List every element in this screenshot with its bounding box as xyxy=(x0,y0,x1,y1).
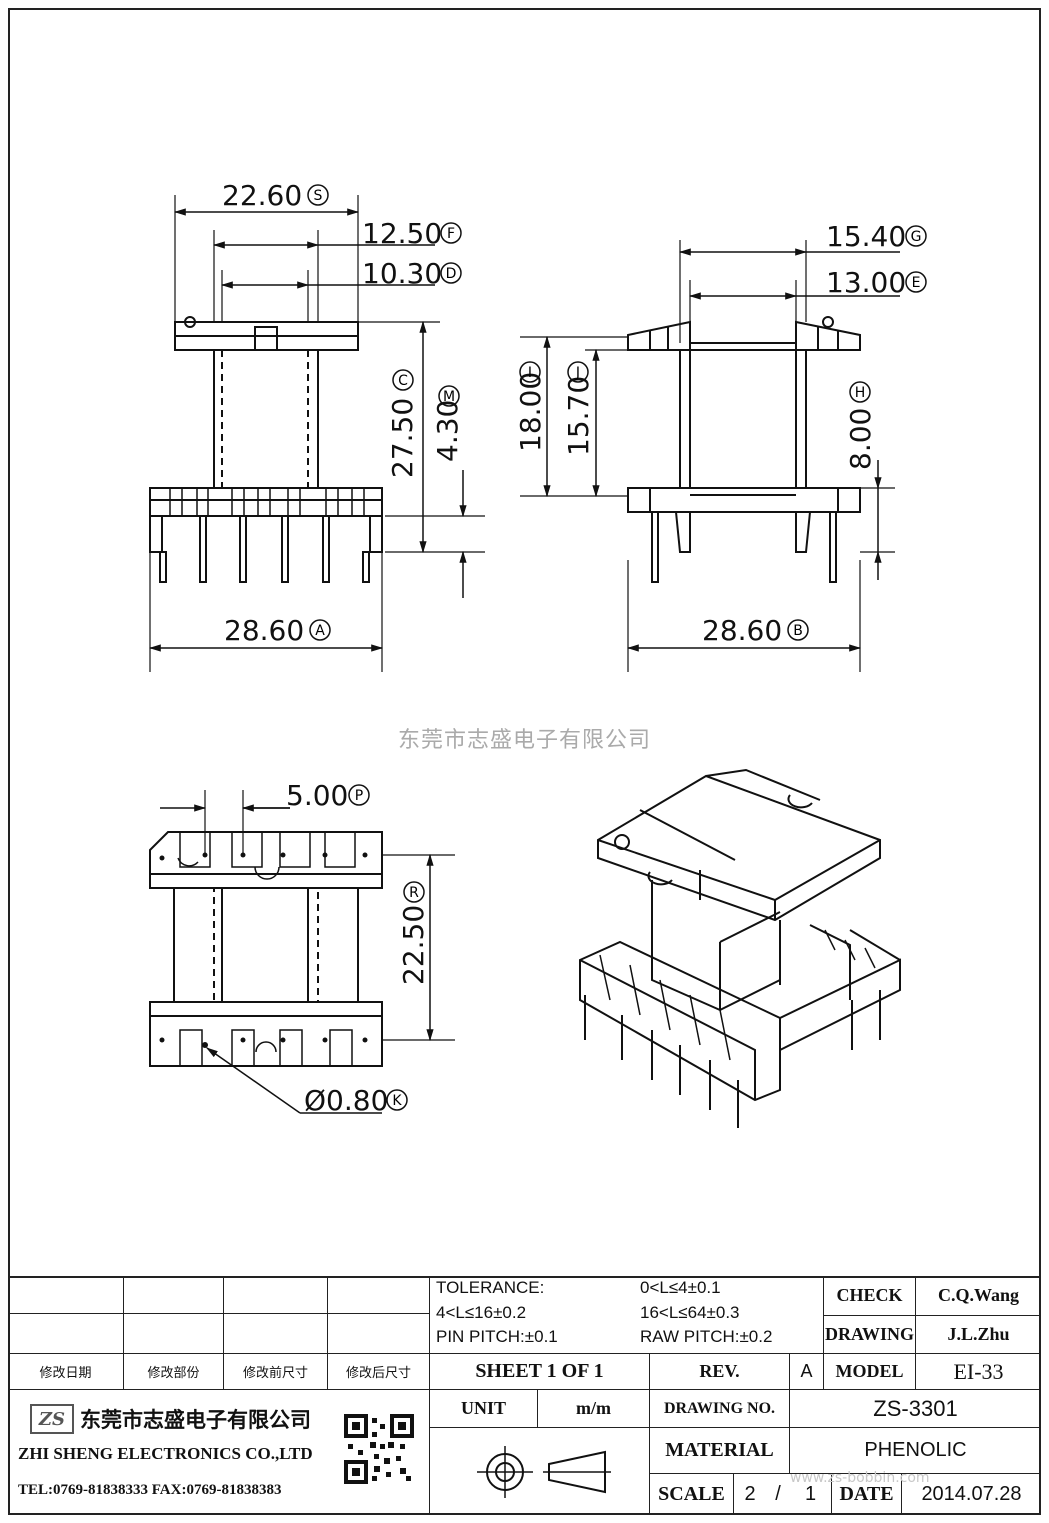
marker-c: C xyxy=(392,369,414,391)
svg-text:B: B xyxy=(793,623,803,639)
svg-text:J: J xyxy=(575,365,580,381)
company-name-cn: 东莞市志盛电子有限公司 xyxy=(80,1408,311,1432)
rev-part-header: 修改部份 xyxy=(124,1354,224,1390)
marker-g: G xyxy=(905,225,927,247)
marker-e: E xyxy=(905,271,927,293)
svg-text:D: D xyxy=(446,266,457,282)
marker-b: B xyxy=(787,619,809,641)
svg-text:E: E xyxy=(912,275,921,291)
scale-separator: / xyxy=(775,1483,781,1505)
marker-j: J xyxy=(567,361,589,383)
svg-text:K: K xyxy=(392,1093,402,1109)
check-value: C.Q.Wang xyxy=(916,1276,1041,1316)
rev-before-header: 修改前尺寸 xyxy=(224,1354,328,1390)
rev-label: REV. xyxy=(650,1354,790,1390)
drawing-no-value: ZS-3301 xyxy=(790,1390,1041,1428)
drawing-label: DRAWING xyxy=(824,1316,916,1354)
marker-f: F xyxy=(440,222,462,244)
dim-j-value: 15.70 xyxy=(562,376,595,456)
marker-p: P xyxy=(348,784,370,806)
dim-m-value: 4.30 xyxy=(431,400,464,462)
tolerance-box: TOLERANCE: 0<L≤4±0.1 4<L≤16±0.2 16<L≤64±… xyxy=(430,1276,824,1354)
check-label: CHECK xyxy=(824,1276,916,1316)
date-value: 2014.07.28 xyxy=(921,1483,1022,1505)
dim-i-value: 18.00 xyxy=(514,372,547,452)
marker-a: A xyxy=(309,619,331,641)
marker-r: R xyxy=(403,881,425,903)
model-label: MODEL xyxy=(824,1354,916,1390)
title-block: TOLERANCE: 0<L≤4±0.1 4<L≤16±0.2 16<L≤64±… xyxy=(8,1276,1041,1515)
dim-p-value: 5.00 xyxy=(286,779,348,812)
company-block: ZS 东莞市志盛电子有限公司 ZHI SHENG ELECTRONICS CO.… xyxy=(8,1390,430,1515)
dim-h-value: 8.00 xyxy=(844,408,877,470)
unit-label: UNIT xyxy=(430,1390,538,1428)
pin-pitch: PIN PITCH:±0.1 xyxy=(436,1327,558,1346)
marker-m: M xyxy=(438,385,460,407)
rev-after-header: 修改后尺寸 xyxy=(328,1354,430,1390)
svg-text:M: M xyxy=(443,389,455,405)
marker-h: H xyxy=(849,381,871,403)
scale-label: SCALE xyxy=(650,1474,734,1515)
svg-text:H: H xyxy=(855,385,866,401)
unit-value: m/m xyxy=(538,1390,650,1428)
scale-numerator: 2 xyxy=(744,1483,756,1505)
dim-b-value: 28.60 xyxy=(702,614,782,647)
tolerance-range-2: 4<L≤16±0.2 xyxy=(436,1303,527,1322)
marker-i: I xyxy=(519,361,541,383)
svg-text:C: C xyxy=(398,373,408,389)
watermark-url: www.zs-bobbin.com xyxy=(790,1470,930,1486)
dim-k-value: Ø0.80 xyxy=(304,1084,388,1117)
bottom-view xyxy=(149,790,455,1114)
dim-s-value: 22.60 xyxy=(222,179,302,212)
dim-f-value: 12.50 xyxy=(362,217,442,250)
dim-c-value: 27.50 xyxy=(386,398,419,478)
drawing-no-label: DRAWING NO. xyxy=(650,1390,790,1428)
front-view xyxy=(148,195,485,672)
dim-e-value: 13.00 xyxy=(826,266,906,299)
material-value: PHENOLIC xyxy=(790,1428,1041,1474)
date-label: DATE xyxy=(832,1474,902,1515)
svg-text:S: S xyxy=(314,188,323,204)
tolerance-label: TOLERANCE: xyxy=(436,1278,545,1297)
tolerance-range-1: 0<L≤4±0.1 xyxy=(640,1278,721,1297)
drawing-value: J.L.Zhu xyxy=(916,1316,1041,1354)
dim-a-value: 28.60 xyxy=(224,614,304,647)
marker-k: K xyxy=(386,1089,408,1111)
scale-denominator: 1 xyxy=(790,1474,832,1515)
side-view xyxy=(520,240,900,672)
marker-d: D xyxy=(440,262,462,284)
company-name-en: ZHI SHENG ELECTRONICS CO.,LTD xyxy=(18,1444,313,1463)
dim-r-value: 22.50 xyxy=(397,905,430,985)
projection-symbol xyxy=(430,1428,650,1515)
sheet-info: SHEET 1 OF 1 xyxy=(430,1354,650,1390)
svg-text:P: P xyxy=(355,788,363,804)
marker-s: S xyxy=(307,184,329,206)
tolerance-range-3: 16<L≤64±0.3 xyxy=(640,1303,740,1322)
company-logo: ZS xyxy=(30,1404,74,1434)
model-value: EI-33 xyxy=(916,1354,1041,1390)
svg-text:F: F xyxy=(447,226,455,242)
drawing-frame xyxy=(8,8,1041,1515)
third-angle-projection-icon xyxy=(476,1445,611,1498)
isometric-view xyxy=(579,768,901,1128)
svg-text:A: A xyxy=(315,623,325,639)
raw-pitch: RAW PITCH:±0.2 xyxy=(640,1327,773,1346)
svg-text:I: I xyxy=(528,365,532,381)
rev-value: A xyxy=(790,1354,824,1390)
svg-text:R: R xyxy=(409,885,419,901)
qr-code-icon xyxy=(344,1414,414,1484)
dim-d-value: 10.30 xyxy=(362,257,442,290)
material-label: MATERIAL xyxy=(650,1428,790,1474)
company-contact: TEL:0769-81838333 FAX:0769-81838383 xyxy=(18,1482,282,1498)
svg-text:G: G xyxy=(911,229,922,245)
dim-g-value: 15.40 xyxy=(826,220,906,253)
watermark-text: 东莞市志盛电子有限公司 xyxy=(397,728,651,753)
rev-date-header: 修改日期 xyxy=(8,1354,124,1390)
